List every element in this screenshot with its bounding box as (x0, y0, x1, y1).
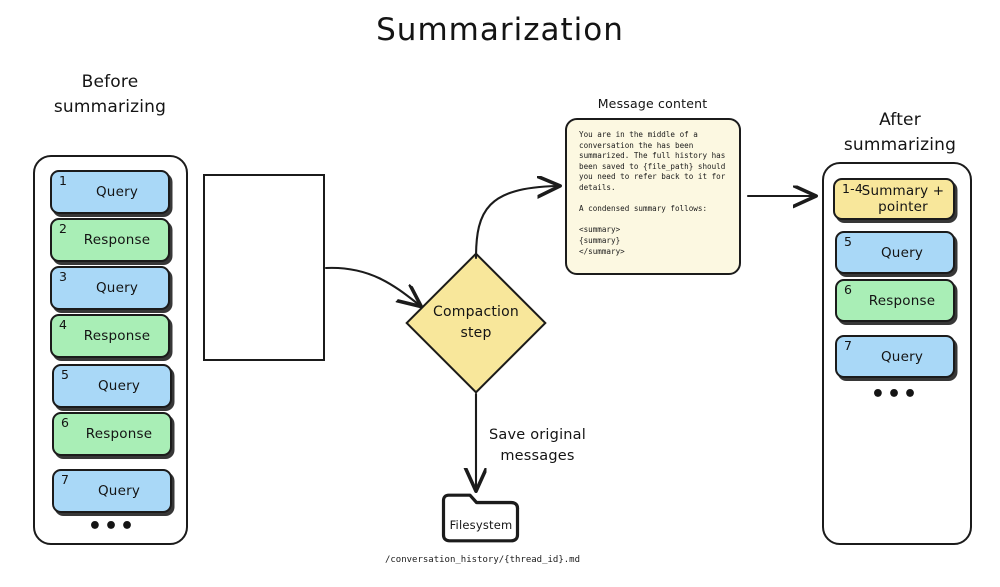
item-number: 2 (59, 221, 68, 236)
file-path-caption: /conversation_history/{thread_id}.md (384, 555, 581, 565)
item-number: 5 (844, 234, 853, 249)
item-number: 7 (844, 338, 853, 353)
item-number: 4 (59, 317, 68, 332)
item-label: Query (97, 483, 141, 499)
item-number: 5 (61, 367, 70, 382)
item-label: Query (95, 184, 139, 200)
message-content-caption: Message content (597, 96, 708, 111)
item-number: 6 (844, 282, 853, 297)
folder-label: Filesystem (449, 518, 513, 532)
item-number: 1-4 (842, 181, 864, 196)
item-number: 1 (59, 173, 68, 188)
message-content-text: You are in the middle of a conversation … (579, 130, 726, 256)
item-label: Response (85, 426, 153, 442)
item-number: 6 (61, 415, 70, 430)
folder-icon (441, 493, 520, 543)
before-ellipsis: ••• (87, 514, 137, 539)
message-content-note: You are in the middle of a conversation … (565, 118, 741, 275)
item-label: Query (880, 348, 924, 365)
item-number: 3 (59, 269, 68, 284)
item-label: Query (97, 378, 141, 394)
item-label: Query (95, 280, 139, 296)
page-title: Summarization (376, 12, 624, 48)
item-label: Response (83, 328, 151, 344)
item-label: Query (880, 244, 924, 261)
arrow-bracket-to-diamond (324, 266, 418, 304)
after-ellipsis: ••• (870, 382, 920, 407)
item-label: Summary +pointer (861, 183, 945, 215)
arrow-diamond-to-message (474, 186, 556, 260)
item-label: Response (83, 232, 151, 248)
item-number: 7 (61, 472, 70, 487)
compaction-selection-bracket (203, 174, 325, 361)
item-label: Response (868, 292, 936, 309)
